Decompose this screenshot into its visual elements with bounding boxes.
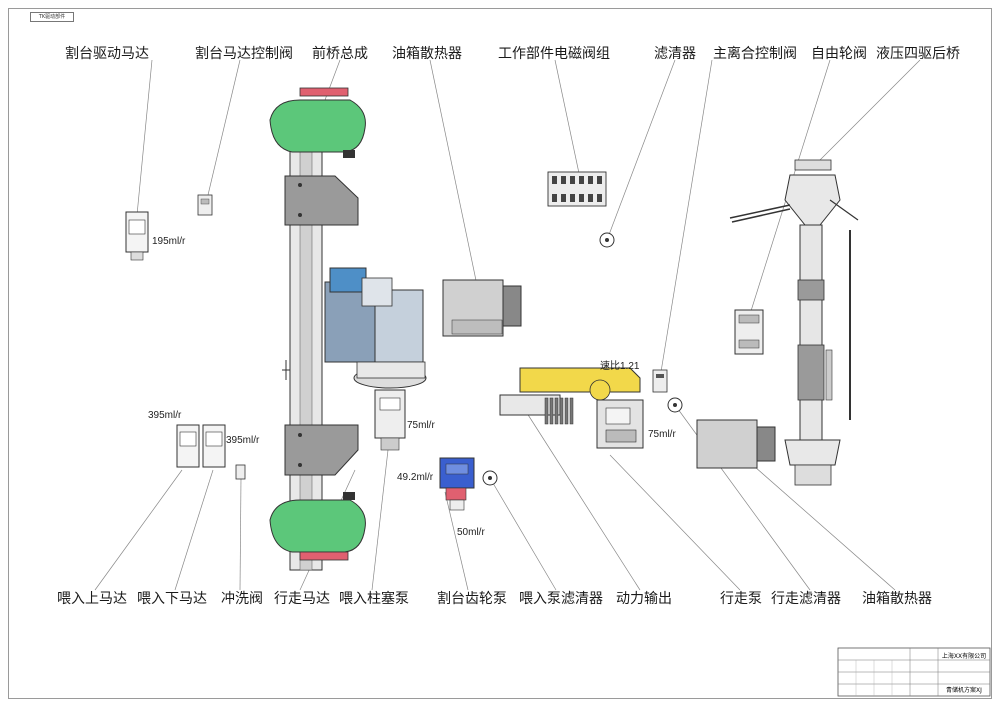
label-hydraulic-rear-axle: 液压四驱后桥 (876, 46, 960, 62)
label-freewheel-valve: 自由轮阀 (811, 46, 867, 62)
feed-pump-filter-part (482, 470, 498, 486)
solenoid-valve-group-part (547, 171, 607, 207)
spec-feed-upper-disp: 395ml/r (148, 410, 182, 421)
hydraulic-rear-axle-part (729, 159, 859, 486)
label-feed-piston-pump: 喂入柱塞泵 (339, 591, 409, 607)
spec-header-motor-disp: 195ml/r (152, 236, 186, 247)
spec-feed-pump-disp: 50ml/r (457, 527, 485, 538)
drawing-frame (8, 8, 992, 699)
label-feed-lower-motor: 喂入下马达 (137, 591, 207, 607)
freewheel-valve-part (734, 309, 764, 355)
title-block-company: 上海XX有限公司 (942, 652, 986, 660)
title-block: 上海XX有限公司 青储机方案XJ (837, 647, 991, 697)
power-output-part (499, 367, 641, 425)
label-travel-pump: 行走泵 (720, 591, 762, 607)
spec-travel-pump-disp: 75ml/r (648, 429, 676, 440)
spec-feed-lower-disp: 395ml/r (226, 435, 260, 446)
spec-gear-ratio: 速比1.21 (600, 361, 640, 372)
flush-valve-part (235, 464, 246, 480)
label-feed-upper-motor: 喂入上马达 (57, 591, 127, 607)
label-main-clutch-valve: 主离合控制阀 (713, 46, 797, 62)
label-flush-valve: 冲洗阀 (221, 591, 263, 607)
main-clutch-valve-part (652, 369, 668, 393)
label-solenoid-valve-group: 工作部件电磁阀组 (498, 46, 610, 62)
label-motor-control-valve: 割台马达控制阀 (195, 46, 293, 62)
header-gear-pump-part (439, 457, 475, 511)
filter-top-part (599, 232, 615, 248)
motor-control-valve-part (197, 194, 213, 216)
label-travel-motor: 行走马达 (274, 591, 330, 607)
travel-filter-part (667, 397, 683, 413)
label-filter-top: 滤清器 (654, 46, 696, 62)
label-front-axle: 前桥总成 (312, 46, 368, 62)
label-feed-pump-filter: 喂入泵滤清器 (519, 591, 603, 607)
corner-tag: TK驱动部件 (30, 12, 74, 22)
travel-pump-part (596, 399, 644, 449)
label-header-gear-pump: 割台齿轮泵 (437, 591, 507, 607)
feed-upper-motor-part (176, 424, 200, 468)
oil-cooler-top-part (442, 279, 522, 337)
oil-cooler-bottom-part (696, 419, 776, 469)
spec-travel-motor-disp: 75ml/r (407, 420, 435, 431)
label-power-output: 动力输出 (616, 591, 672, 607)
header-drive-motor-part (125, 211, 149, 261)
label-oil-cooler-bottom: 油箱散热器 (862, 591, 932, 607)
label-travel-filter: 行走滤清器 (771, 591, 841, 607)
front-axle-part (269, 87, 366, 571)
travel-motor-part (374, 389, 406, 451)
label-header-drive-motor: 割台驱动马达 (65, 46, 149, 62)
feed-lower-motor-part (202, 424, 226, 468)
spec-gear-pump-disp: 49.2ml/r (397, 472, 434, 483)
gearbox-part (324, 267, 427, 389)
title-block-drawing-title: 青储机方案XJ (946, 686, 982, 694)
label-oil-cooler-top: 油箱散热器 (392, 46, 462, 62)
